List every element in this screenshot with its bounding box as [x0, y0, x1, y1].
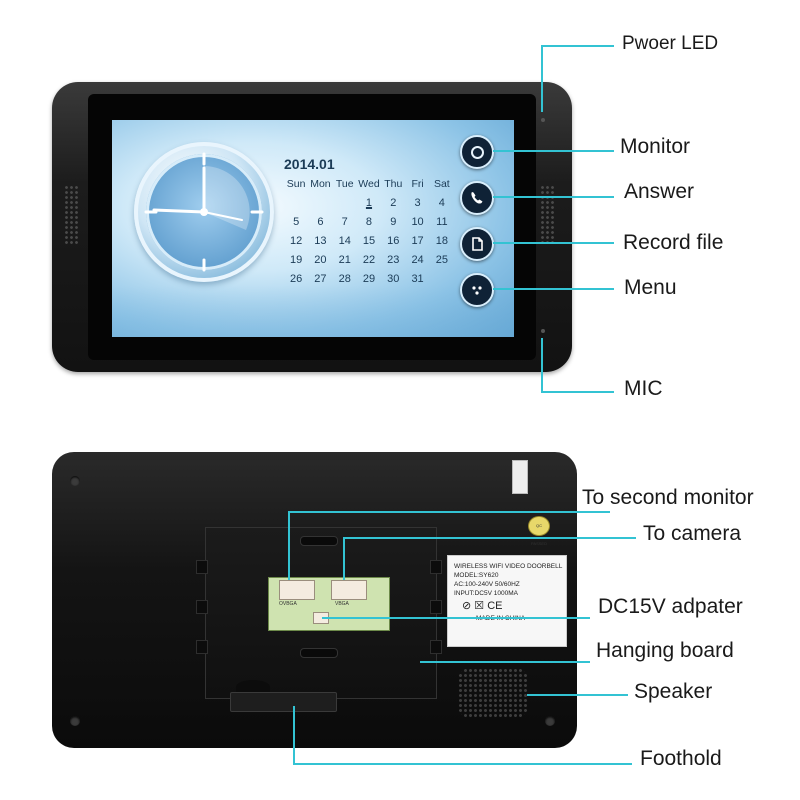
leader-power-led — [541, 45, 614, 112]
clock-hands — [144, 152, 264, 272]
board-slot-top — [300, 536, 338, 546]
board-notch-left-3 — [196, 640, 208, 654]
calendar-day[interactable]: 12 — [290, 235, 303, 247]
dots-icon — [472, 286, 482, 295]
calendar-day[interactable]: 26 — [290, 273, 303, 285]
power-led — [541, 118, 545, 122]
screen-reflection — [112, 285, 514, 337]
right-grille — [540, 185, 554, 245]
label-dc-adapter: DC15V adpater — [598, 595, 743, 618]
board-notch-right-1 — [430, 560, 442, 574]
label-title: WIRELESS WIFI VIDEO DOORBELL — [454, 563, 563, 570]
file-icon — [472, 237, 483, 251]
calendar-day[interactable]: 1 — [365, 197, 373, 209]
calendar-weekday: Fri — [411, 178, 424, 190]
label-answer: Answer — [624, 180, 695, 203]
calendar-day[interactable]: 20 — [314, 254, 327, 266]
calendar-day[interactable]: 5 — [293, 216, 300, 228]
leader-camera — [343, 537, 636, 580]
label-certs: ⊘ ☒ CE — [462, 600, 503, 612]
board-notch-left-1 — [196, 560, 208, 574]
screw-top-left — [70, 476, 80, 486]
calendar-day[interactable]: 18 — [435, 235, 448, 247]
calendar-day[interactable]: 19 — [290, 254, 303, 266]
calendar-weekday: Sun — [286, 178, 306, 190]
label-power-led: Pwoer LED — [622, 33, 719, 54]
qc-sticker: QC PASSED — [528, 516, 550, 546]
label-model: MODEL:SY620 — [454, 572, 499, 579]
calendar-weekday: Tue — [335, 178, 354, 190]
board-notch-right-3 — [430, 640, 442, 654]
answer-button[interactable] — [460, 181, 494, 215]
circle-icon — [470, 145, 484, 159]
label-monitor: Monitor — [620, 135, 691, 158]
calendar-day[interactable]: 8 — [365, 216, 373, 228]
analog-clock — [134, 142, 274, 282]
calendar-day[interactable]: 15 — [362, 235, 376, 247]
pcb-label-left: OVBGA — [279, 601, 297, 607]
board-notch-right-2 — [430, 600, 442, 614]
mic-hole — [541, 329, 545, 333]
speaker-grille — [458, 668, 528, 718]
label-menu: Menu — [624, 276, 677, 299]
calendar-weekday: Thu — [384, 178, 403, 190]
calendar-day[interactable]: 29 — [362, 273, 376, 285]
screw-bottom-right — [545, 716, 555, 726]
phone-icon — [471, 192, 483, 204]
calendar-day[interactable]: 10 — [411, 216, 424, 228]
board-notch-left-2 — [196, 600, 208, 614]
calendar-day[interactable]: 14 — [338, 235, 351, 247]
calendar-day[interactable]: 21 — [338, 254, 351, 266]
label-speaker: Speaker — [634, 680, 713, 703]
calendar-day[interactable]: 31 — [411, 273, 424, 285]
calendar-day[interactable]: 9 — [390, 216, 397, 228]
calendar-day[interactable]: 6 — [317, 216, 324, 228]
calendar-weekday: Wed — [358, 178, 380, 190]
label-record-file: Record file — [623, 231, 724, 254]
label-ac: AC:100-240V 50/60HZ — [454, 581, 520, 588]
label-to-camera: To camera — [643, 522, 742, 545]
serial-sticker — [512, 460, 528, 494]
label-foothold: Foothold — [640, 747, 722, 770]
calendar-day[interactable]: 24 — [411, 254, 424, 266]
label-hanging-board: Hanging board — [596, 639, 734, 662]
label-to-second-monitor: To second monitor — [582, 486, 754, 509]
pcb-label-right: VBGA — [335, 601, 349, 607]
leader-mic — [541, 338, 614, 393]
foothold[interactable] — [230, 692, 337, 712]
label-mic: MIC — [624, 377, 663, 400]
board-slot-bottom — [300, 648, 338, 658]
calendar-day[interactable]: 3 — [414, 197, 421, 209]
calendar-day[interactable]: 11 — [436, 216, 448, 228]
screw-bottom-left — [70, 716, 80, 726]
calendar-day[interactable]: 17 — [411, 235, 424, 247]
calendar-day[interactable]: 27 — [314, 273, 327, 285]
calendar-weekday: Sat — [433, 178, 450, 190]
leader-foothold — [293, 706, 632, 765]
left-grille — [64, 185, 78, 245]
camera-port[interactable] — [331, 580, 367, 600]
calendar-day[interactable]: 23 — [387, 254, 400, 266]
calendar-month: 2014.01 — [284, 156, 335, 172]
calendar-day[interactable]: 30 — [387, 273, 400, 285]
calendar-day[interactable]: 16 — [387, 235, 400, 247]
leader-second-monitor — [288, 511, 610, 580]
calendar-day[interactable]: 25 — [435, 254, 448, 266]
calendar-day[interactable]: 7 — [341, 216, 348, 228]
calendar-day[interactable]: 13 — [314, 235, 327, 247]
label-input: INPUT:DC5V 1000MA — [454, 590, 518, 597]
calendar-day[interactable]: 28 — [338, 273, 351, 285]
second-monitor-port[interactable] — [279, 580, 315, 600]
calendar-day[interactable]: 2 — [390, 197, 397, 209]
calendar-day[interactable]: 22 — [362, 254, 376, 266]
connector-pcb: OVBGA VBGA — [268, 577, 390, 631]
calendar-weekday: Mon — [310, 178, 331, 190]
foothold-recess — [236, 680, 270, 694]
calendar-day[interactable]: 4 — [438, 197, 445, 209]
qc-text: QC PASSED — [531, 523, 547, 546]
